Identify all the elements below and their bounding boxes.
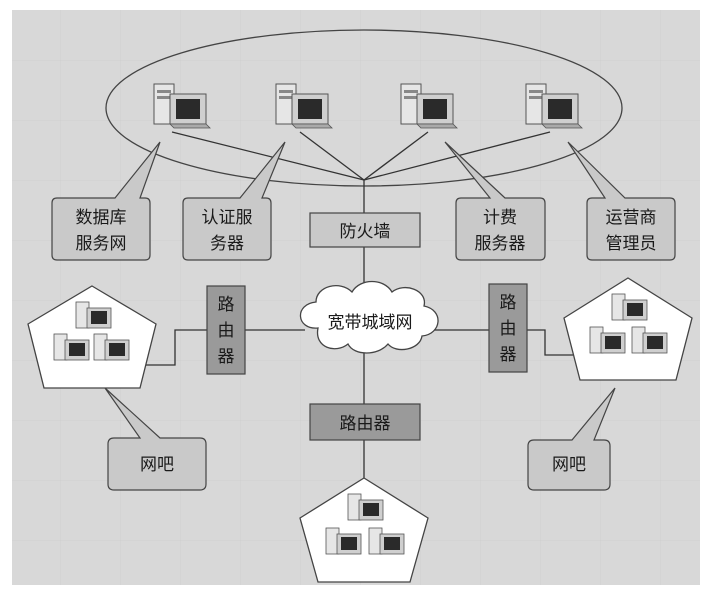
router-bottom: 路由器 [309,403,421,441]
router-right-char-3: 器 [500,345,517,365]
billing-server-label-line1: 计费 [483,208,517,228]
router-left-char-1: 路 [218,295,235,315]
right-netbar-cluster [563,277,693,381]
billing-server-label-line2: 服务器 [475,234,526,254]
database-server-callout: 数据库 服务网 [51,141,161,261]
left-netbar-cluster [27,285,157,389]
router-right-char-2: 由 [500,319,517,339]
billing-server-callout: 计费 服务器 [444,141,546,261]
router-bottom-label: 路由器 [340,414,391,434]
right-netbar-label: 网吧 [552,455,586,475]
auth-server-label-line1: 认证服 [202,208,253,228]
operator-admin-label-line1: 运营商 [606,208,657,228]
database-server-label-line1: 数据库 [76,208,127,228]
metro-network-label: 宽带城域网 [328,313,413,333]
firewall-label: 防火墙 [340,222,391,242]
bottom-netbar-cluster [299,477,429,583]
database-server-label-line2: 服务网 [76,234,127,254]
firewall-box: 防火墙 [309,212,421,248]
auth-server-callout: 认证服 务器 [182,141,286,261]
metro-network-cloud: 宽带城域网 [299,280,439,354]
operator-admin-label-line2: 管理员 [606,234,657,254]
right-netbar-callout: 网吧 [527,387,616,491]
left-netbar-callout: 网吧 [104,387,207,491]
auth-server-label-line2: 务器 [210,234,244,254]
router-right-char-1: 路 [500,293,517,313]
left-netbar-label: 网吧 [140,455,174,475]
operator-admin-callout: 运营商 管理员 [567,141,676,261]
router-right: 路 由 器 [488,283,528,373]
router-left: 路 由 器 [206,285,246,375]
router-left-char-3: 器 [218,347,235,367]
router-left-char-2: 由 [218,321,235,341]
